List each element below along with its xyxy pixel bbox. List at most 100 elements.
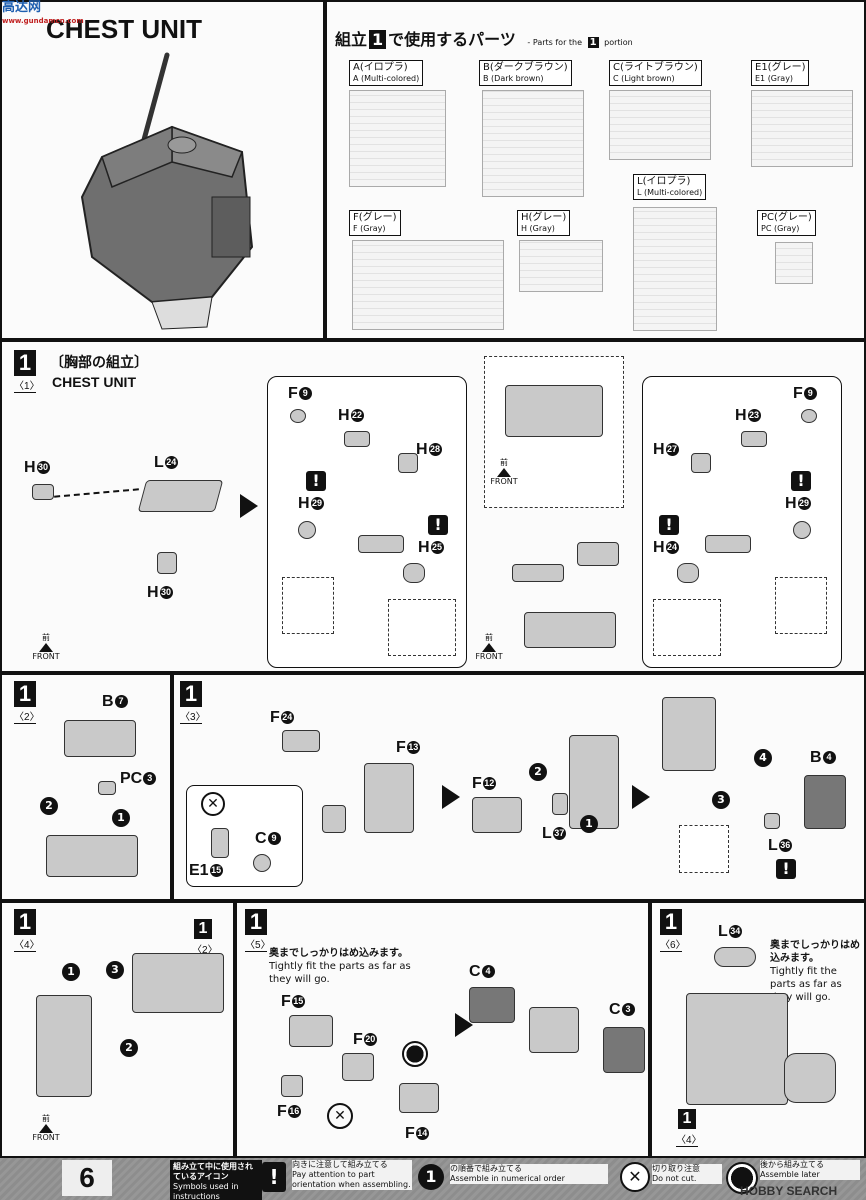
detail-box bbox=[388, 599, 456, 656]
guide-line bbox=[54, 488, 139, 498]
runner-e1 bbox=[751, 90, 853, 167]
part-f9-b bbox=[801, 409, 817, 423]
fit-note: 奥までしっかりはめ込みます。Tightly fit the parts as f… bbox=[770, 940, 860, 1003]
ref-substep-4: 〈4〉 bbox=[676, 1131, 702, 1147]
step-number: 1 bbox=[660, 909, 682, 935]
do-not-cut-icon: ✕ bbox=[201, 792, 225, 816]
part-pc3 bbox=[98, 781, 116, 795]
part-chest-frame bbox=[524, 612, 616, 648]
part-h30-b bbox=[157, 552, 177, 574]
step-number: 1 bbox=[14, 909, 36, 935]
substep-1: 〈1〉 bbox=[14, 377, 40, 393]
order-4-icon: 4 bbox=[754, 749, 772, 767]
part-f13 bbox=[364, 763, 414, 833]
runner-label-a: A(イロプラ)A (Multi-colored) bbox=[349, 60, 424, 86]
ref-step-number: 1 bbox=[194, 919, 212, 939]
part-h27 bbox=[691, 453, 711, 473]
part-f15 bbox=[289, 1015, 333, 1047]
part-l34 bbox=[714, 947, 756, 967]
caution-icon: ! bbox=[791, 471, 811, 491]
substep-5: 〈5〉 bbox=[245, 936, 271, 952]
step-number: 1 bbox=[180, 681, 202, 707]
part-arm-joint-left bbox=[358, 535, 404, 553]
detail-box bbox=[679, 825, 729, 873]
order-1-icon: 1 bbox=[580, 815, 598, 833]
do-not-cut-icon: ✕ bbox=[327, 1103, 353, 1129]
runner-f bbox=[352, 240, 504, 330]
section-title-en: CHEST UNIT bbox=[52, 374, 136, 390]
order-2-icon: 2 bbox=[529, 763, 547, 781]
part-c4 bbox=[469, 987, 515, 1023]
part-h23 bbox=[741, 431, 767, 447]
part-chest-side bbox=[36, 995, 92, 1097]
title-panel: CHEST UNIT bbox=[0, 0, 325, 340]
runner-b bbox=[482, 90, 584, 197]
part-l36 bbox=[764, 813, 780, 829]
runner-label-f: F(グレー)F (Gray) bbox=[349, 210, 401, 236]
order-2-icon: 2 bbox=[40, 797, 58, 815]
order-1-icon: 1 bbox=[62, 963, 80, 981]
part-l37 bbox=[552, 793, 568, 815]
step-number: 1 bbox=[14, 681, 36, 707]
page-title: CHEST UNIT bbox=[46, 14, 202, 44]
caution-icon: ! bbox=[659, 515, 679, 535]
chest-unit-illustration bbox=[80, 52, 254, 330]
runner-label-c: C(ライトブラウン)C (Light brown) bbox=[609, 60, 702, 86]
brand-logo: HOBBY SEARCH bbox=[740, 1184, 838, 1198]
part-b7 bbox=[64, 720, 136, 757]
part-arm-joint-mid-left bbox=[512, 564, 564, 582]
part-l24 bbox=[137, 480, 224, 512]
part-h29-a bbox=[298, 521, 316, 539]
detail-box bbox=[653, 599, 721, 656]
part-f16 bbox=[281, 1075, 303, 1097]
step-1-5-panel: 1 〈5〉 奥までしっかりはめ込みます。Tightly fit the part… bbox=[235, 901, 650, 1158]
watermark: 高达网 www.gundamcn.com bbox=[2, 0, 84, 25]
substep-6: 〈6〉 bbox=[660, 936, 686, 952]
part-f12 bbox=[472, 797, 522, 833]
part-chest-assembly bbox=[686, 993, 788, 1105]
order-3-icon: 3 bbox=[106, 961, 124, 979]
order-3-icon: 3 bbox=[712, 791, 730, 809]
part-chest-unit bbox=[784, 1053, 836, 1103]
flow-arrow bbox=[442, 785, 460, 809]
part-arm-joint-mid-right bbox=[577, 542, 619, 566]
caution-icon: ! bbox=[776, 859, 796, 879]
part-h24 bbox=[677, 563, 699, 583]
fit-note: 奥までしっかりはめ込みます。Tightly fit the parts as f… bbox=[269, 948, 411, 985]
